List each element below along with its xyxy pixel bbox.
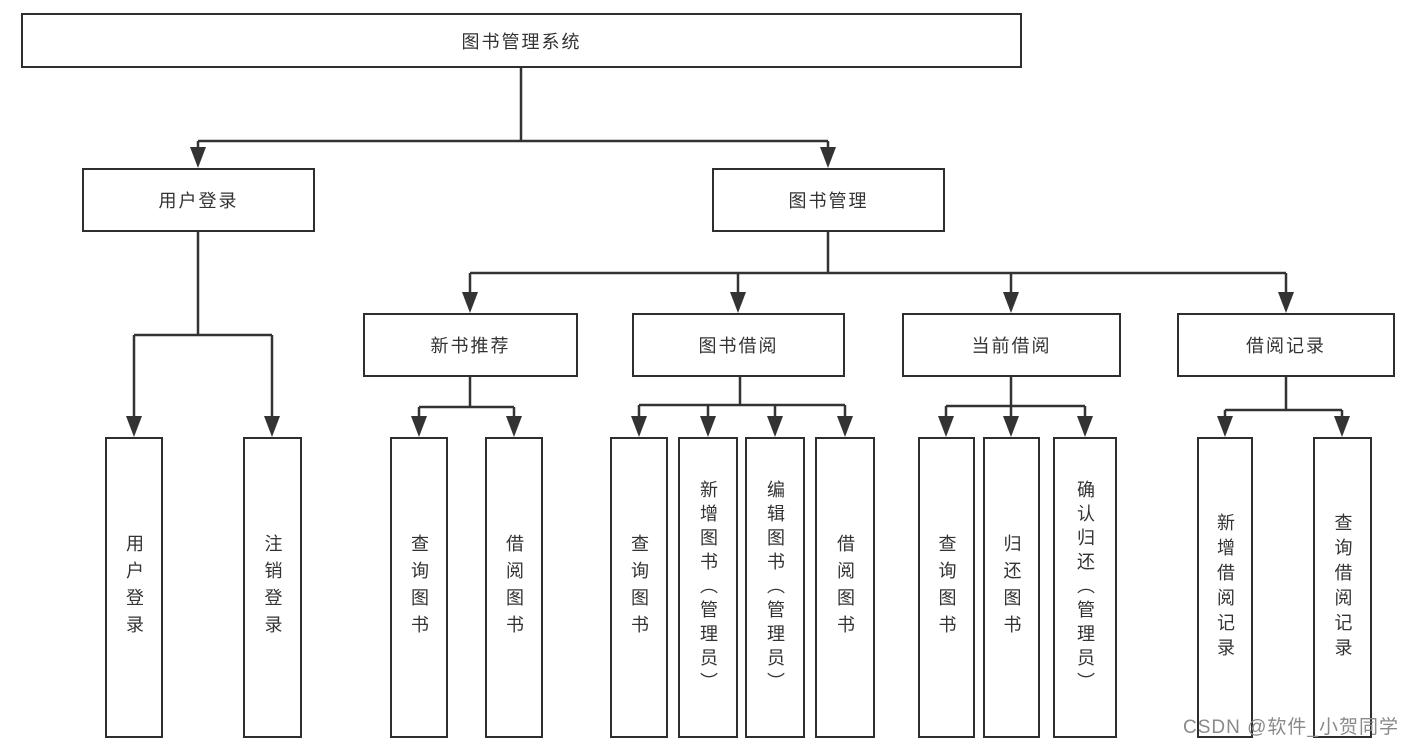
leaf-query-borrow-record: 查询借阅记录	[1313, 437, 1372, 738]
arrowhead-icon	[190, 147, 206, 168]
arrowhead-icon	[820, 147, 836, 168]
node-new-book-recommendation: 新书推荐	[363, 313, 578, 377]
arrowhead-icon	[1003, 416, 1019, 437]
arrowhead-icon	[938, 416, 954, 437]
arrowhead-icon	[1334, 416, 1350, 437]
leaf-add-borrow-record: 新增借阅记录	[1197, 437, 1253, 738]
arrowhead-icon	[767, 416, 783, 437]
connector-root-to-level2	[196, 68, 830, 150]
leaf-query-books-borrowing: 查询图书	[610, 437, 668, 738]
leaf-edit-books-admin: 编辑图书（管理员）	[745, 437, 805, 738]
arrowhead-icon	[126, 416, 142, 437]
node-borrowing-records: 借阅记录	[1177, 313, 1395, 377]
node-user-login: 用户登录	[82, 168, 315, 232]
csdn-watermark: CSDN @软件_小贺同学	[1183, 717, 1399, 738]
leaf-logout: 注销登录	[243, 437, 302, 738]
leaf-query-books-recommend: 查询图书	[390, 437, 448, 738]
arrowhead-icon	[1278, 292, 1294, 313]
leaf-borrow-books-borrowing: 借阅图书	[815, 437, 875, 738]
arrowhead-icon	[631, 416, 647, 437]
arrowhead-icon	[700, 416, 716, 437]
arrowhead-icon	[411, 416, 427, 437]
connector-records-children	[1223, 377, 1344, 418]
connector-newbook-children	[417, 377, 516, 418]
leaf-user-login: 用户登录	[105, 437, 163, 738]
arrowhead-icon	[1077, 416, 1093, 437]
connector-current-children	[944, 377, 1087, 418]
connector-user-login-children	[132, 232, 274, 418]
connector-book-mgmt-children	[468, 232, 1288, 294]
arrowhead-icon	[506, 416, 522, 437]
leaf-borrow-books-recommend: 借阅图书	[485, 437, 543, 738]
arrowhead-icon	[1003, 292, 1019, 313]
node-current-borrowing: 当前借阅	[902, 313, 1121, 377]
arrowhead-icon	[264, 416, 280, 437]
arrowhead-icon	[462, 292, 478, 313]
leaf-query-books-current: 查询图书	[918, 437, 975, 738]
arrowhead-icon	[837, 416, 853, 437]
connector-borrowing-children	[637, 377, 847, 418]
leaf-confirm-return-admin: 确认归还（管理员）	[1053, 437, 1117, 738]
node-library-system: 图书管理系统	[21, 13, 1022, 68]
arrowhead-icon	[1217, 416, 1233, 437]
node-book-borrowing: 图书借阅	[632, 313, 845, 377]
arrowhead-icon	[730, 292, 746, 313]
leaf-add-books-admin: 新增图书（管理员）	[678, 437, 738, 738]
leaf-return-books: 归还图书	[983, 437, 1040, 738]
node-book-management: 图书管理	[712, 168, 945, 232]
